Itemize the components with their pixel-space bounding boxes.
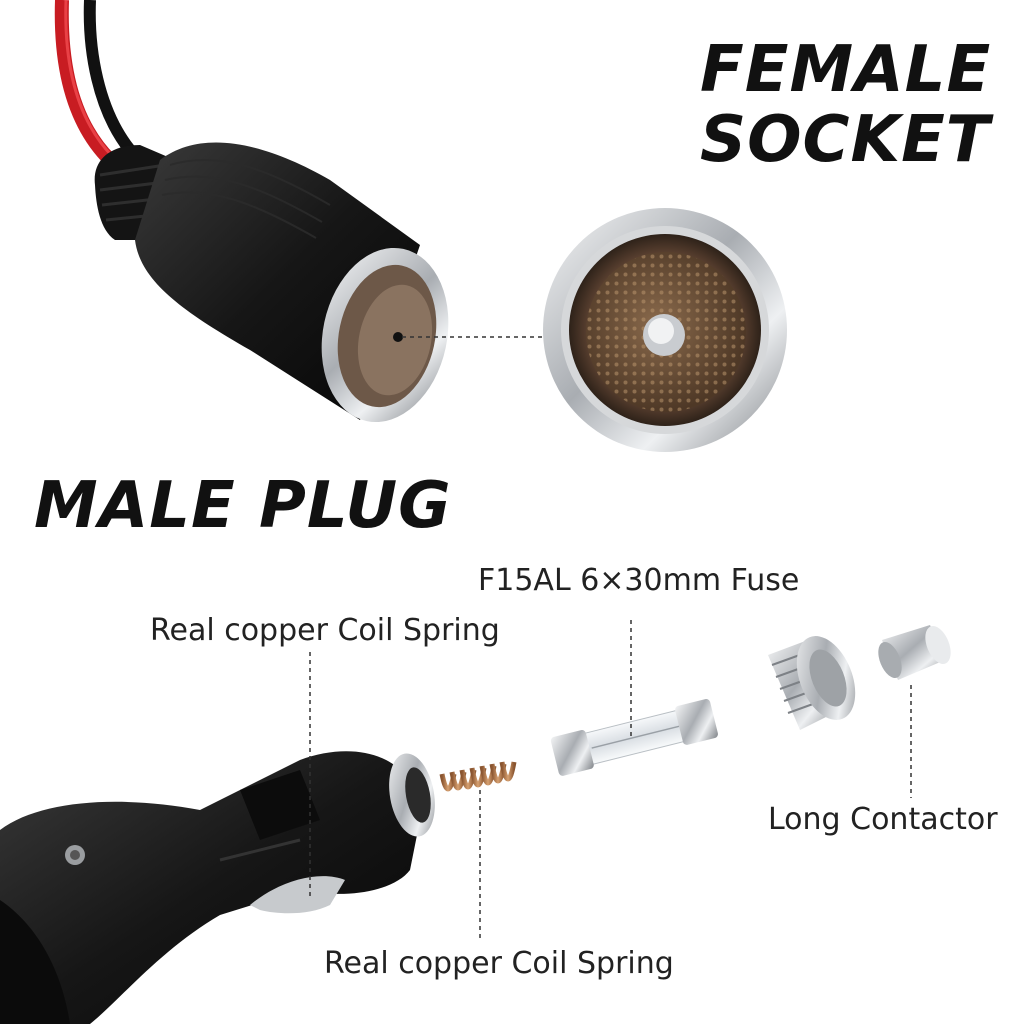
female-socket-title-line2: SOCKET xyxy=(700,103,991,177)
female-socket xyxy=(94,142,449,423)
female-socket-title-line1: FEMALE xyxy=(700,33,992,107)
long-contactor xyxy=(878,625,951,680)
threaded-cap xyxy=(768,636,856,730)
contactor-label: Long Contactor xyxy=(768,802,998,837)
fuse xyxy=(550,699,718,776)
spring-label-top: Real copper Coil Spring xyxy=(150,613,500,648)
fuse-label: F15AL 6×30mm Fuse xyxy=(478,563,800,598)
male-plug-title: MALE PLUG xyxy=(34,469,452,543)
spring-label-bottom: Real copper Coil Spring xyxy=(324,946,674,981)
male-plug xyxy=(0,751,435,1024)
socket-closeup xyxy=(543,208,787,452)
copper-spring xyxy=(439,761,517,792)
cable xyxy=(54,0,135,165)
